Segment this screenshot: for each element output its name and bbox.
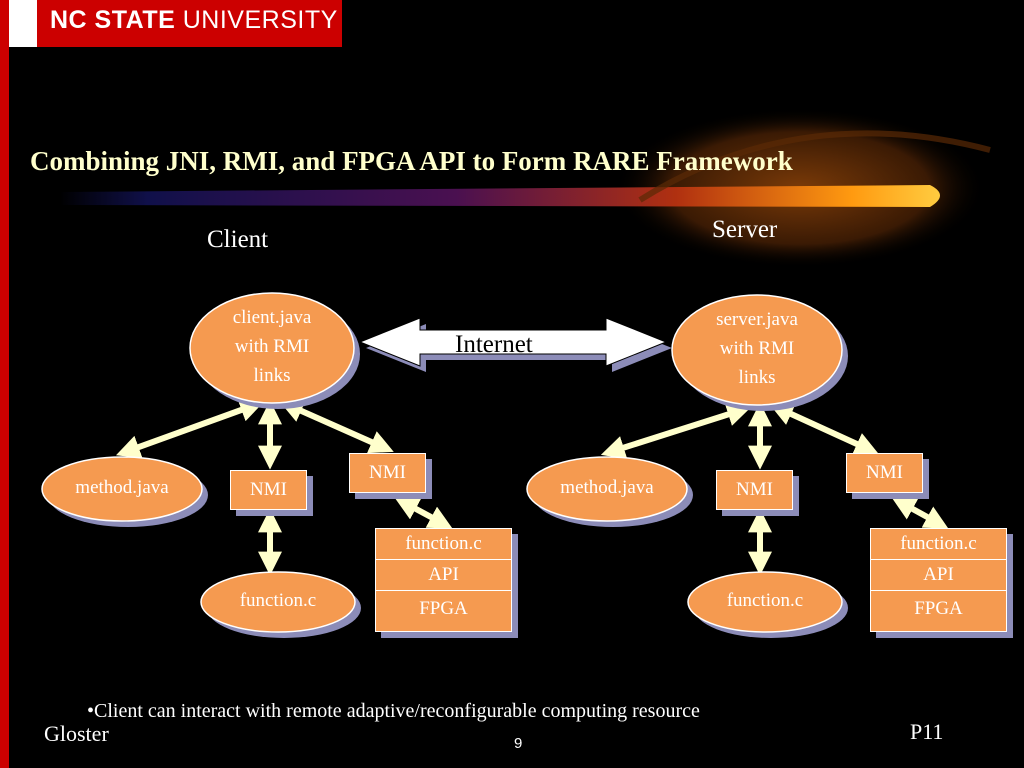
server-nmi-right-box: NMI — [846, 453, 923, 493]
client-java-line-1: client.java — [232, 307, 312, 328]
server-stack-api: API — [871, 560, 1006, 591]
client-java-text: client.java with RMI links — [192, 303, 352, 390]
client-nmi-left-box: NMI — [230, 470, 307, 510]
logo-text: NC STATE UNIVERSITY — [50, 6, 338, 35]
logo-bold-text: NC STATE — [50, 6, 176, 34]
server-arrow-nmi-right — [769, 403, 879, 455]
client-label: Client — [207, 226, 269, 253]
server-java-line-3: links — [738, 367, 776, 388]
internet-double-arrow — [358, 317, 668, 367]
logo-light-text: UNIVERSITY — [175, 6, 338, 34]
client-java-line-3: links — [253, 365, 291, 386]
client-function-stack: function.c API FPGA — [375, 528, 512, 632]
server-arrow-method — [600, 402, 752, 460]
client-java-oval — [189, 292, 355, 404]
client-function-oval — [200, 571, 356, 633]
server-method-label: method.java — [560, 477, 654, 498]
author-name: Gloster — [44, 721, 109, 746]
title-swoosh — [60, 108, 991, 268]
internet-label: Internet — [455, 331, 533, 358]
client-java-line-2: with RMI — [234, 336, 310, 357]
client-function-label: function.c — [239, 590, 317, 611]
client-arrow-method — [115, 398, 265, 459]
client-stack-fpga: FPGA — [419, 598, 468, 619]
page-reference: P11 — [910, 719, 944, 744]
server-java-line-1: server.java — [716, 309, 798, 330]
client-arrow-nmi-right — [279, 399, 394, 454]
footer-note: •Client can interact with remote adaptiv… — [87, 700, 700, 722]
server-java-text: server.java with RMI links — [672, 305, 842, 392]
server-function-oval — [687, 571, 843, 633]
client-arrow-stack — [394, 497, 453, 529]
server-function-label: function.c — [726, 590, 804, 611]
server-nmi-left-box: NMI — [716, 470, 793, 510]
server-java-line-2: with RMI — [719, 338, 795, 359]
university-logo — [9, 0, 342, 47]
left-red-bar — [0, 0, 9, 768]
server-method-oval — [526, 456, 688, 522]
client-method-label: method.java — [75, 477, 169, 498]
server-stack-function: function.c — [871, 529, 1006, 560]
server-arrow-stack — [891, 497, 949, 529]
server-java-oval — [671, 294, 843, 406]
client-stack-api: API — [376, 560, 511, 591]
page-number: 9 — [514, 735, 523, 752]
slide-title: Combining JNI, RMI, and FPGA API to Form… — [30, 146, 793, 176]
logo-white-block — [9, 0, 37, 47]
client-stack-function: function.c — [376, 529, 511, 560]
server-function-stack: function.c API FPGA — [870, 528, 1007, 632]
server-stack-fpga: FPGA — [914, 598, 963, 619]
client-nmi-right-box: NMI — [349, 453, 426, 493]
server-label: Server — [712, 216, 778, 243]
client-method-oval — [41, 456, 203, 522]
